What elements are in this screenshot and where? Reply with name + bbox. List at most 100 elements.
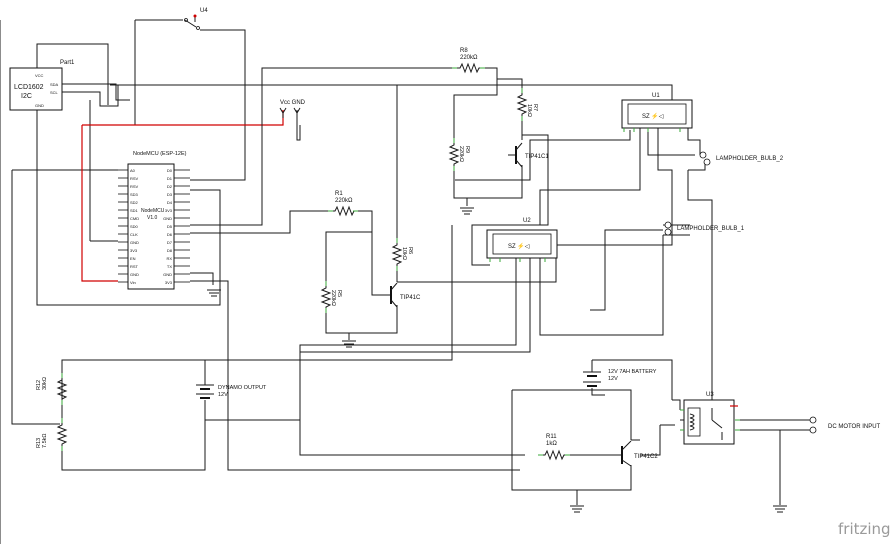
r6-name: R6: [407, 247, 413, 254]
r7-value: 10kΩ: [526, 104, 532, 117]
dynamo-voltage: 12V: [218, 392, 228, 398]
relay-u3: U3: [683, 392, 738, 445]
lcd-display-name: LCD1602: [14, 84, 44, 91]
q1-name: TIP41C1: [525, 154, 549, 160]
mcu-left-pin-label: SD0: [130, 224, 139, 229]
nodemcu-version: V1.0: [147, 215, 158, 221]
r5-value: 220kΩ: [330, 290, 336, 306]
mcu-left-pin-label: RSV: [130, 184, 139, 189]
ground-motor: [773, 505, 787, 513]
dc-motor-terminal: DC MOTOR INPUT: [809, 416, 881, 434]
mcu-left-pin-label: GND: [130, 240, 139, 245]
r8-value: 220kΩ: [460, 55, 478, 61]
nodemcu-name: NodeMCU: [141, 208, 165, 214]
vcc-gnd-terminal: Vcc GND: [279, 100, 306, 118]
u4-label: U4: [200, 8, 208, 14]
r9-value: 220kΩ: [458, 146, 464, 162]
resistor-r8: R8 220kΩ: [455, 48, 482, 74]
mcu-left-pin-label: 3V3: [130, 248, 138, 253]
transistor-q1: TIP41C1: [508, 142, 549, 168]
mcu-right-pin-label: GND: [163, 216, 172, 221]
ground-mcu: [207, 289, 221, 297]
r5-name: R5: [336, 290, 342, 297]
dynamo-source: DYNAMO OUTPUT 12V: [196, 384, 267, 399]
lcd-pin-vcc: VCC: [35, 73, 44, 78]
nodemcu-title: NodeMCU (ESP-12E): [133, 151, 187, 157]
mcu-left-pin-label: CMD: [130, 216, 139, 221]
mcu-right-pin-label: 3V3: [165, 280, 173, 285]
u1-symbol: SZ ⚡◁: [642, 112, 664, 120]
fritzing-logo: fritzing: [838, 520, 891, 538]
dynamo-label: DYNAMO OUTPUT: [218, 385, 267, 391]
transistor-q2: TIP41C: [383, 282, 421, 308]
mcu-left-pin-label: SD2: [130, 200, 139, 205]
u3-label: U3: [706, 392, 714, 398]
mcu-left-pin-label: RSV: [130, 176, 139, 181]
ground-r9: [460, 207, 474, 215]
r11-value: 1kΩ: [546, 441, 557, 447]
mcu-left-pin-label: Vin: [130, 280, 136, 285]
lampholder-bulb-1: LAMPHOLDER_BULB_1: [664, 221, 745, 236]
mcu-right-pin-label: D3: [167, 192, 173, 197]
r6-value: 10kΩ: [401, 247, 407, 260]
motor-label: DC MOTOR INPUT: [828, 424, 881, 430]
mcu-right-pin-label: TX: [167, 264, 172, 269]
optocoupler-u2: U2 SZ ⚡◁: [486, 218, 558, 259]
u2-symbol: SZ ⚡◁: [508, 242, 530, 250]
mcu-right-pin-label: GND: [163, 272, 172, 277]
mcu-right-pin-label: D2: [167, 184, 173, 189]
r13-name: R13: [36, 438, 42, 448]
resistor-r6: R6 10kΩ: [391, 240, 413, 268]
resistor-r13: R13 7.5kΩ: [36, 420, 68, 448]
resistor-r9: R9 220kΩ: [448, 140, 470, 168]
lcd-pin-gnd: GND: [35, 103, 44, 108]
r11-name: R11: [546, 434, 557, 440]
switch-u4: U4: [184, 8, 208, 30]
r12-name: R12: [36, 380, 42, 390]
mcu-right-pin-label: D0: [167, 168, 173, 173]
ground-r5: [342, 340, 356, 348]
q2-name: TIP41C: [400, 295, 421, 301]
lcd-pin-scl: SCL: [50, 90, 59, 95]
pin-markers: [61, 67, 740, 456]
resistor-r7: R7 10kΩ: [516, 90, 538, 118]
mcu-right-pin-label: D6: [167, 232, 173, 237]
vcc-gnd-label: Vcc GND: [280, 100, 306, 106]
r8-name: R8: [460, 48, 468, 54]
r12-value: 30kΩ: [42, 377, 48, 390]
lampholder-bulb-2: LAMPHOLDER_BULB_2: [699, 151, 784, 166]
mcu-left-pin-label: A0: [130, 168, 136, 173]
r9-name: R9: [464, 146, 470, 153]
r1-value: 220kΩ: [335, 198, 353, 204]
lcd-interface: I2C: [21, 93, 32, 100]
resistor-r5: R5 220kΩ: [320, 283, 342, 310]
lcd-module: Part1 LCD1602 I2C VCC GND SDA SCL: [9, 60, 75, 111]
mcu-right-pin-label: 3V3: [165, 208, 173, 213]
resistor-r1: R1 220kΩ: [330, 191, 355, 217]
lamp1-label: LAMPHOLDER_BULB_1: [677, 226, 745, 232]
lamp2-label: LAMPHOLDER_BULB_2: [716, 156, 784, 162]
mcu-right-pin-label: D4: [167, 200, 173, 205]
ground-symbols: [207, 207, 787, 513]
mcu-right-pin-label: D7: [167, 240, 173, 245]
r1-name: R1: [335, 191, 343, 197]
battery: 12V 7AH BATTERY 12V: [583, 369, 657, 387]
mcu-left-pin-label: EN: [130, 256, 136, 261]
lcd-part-label: Part1: [60, 60, 75, 66]
optocoupler-u1: U1 SZ ⚡◁: [621, 93, 693, 129]
resistor-r12: R12 30kΩ: [36, 375, 68, 402]
battery-voltage: 12V: [608, 376, 618, 382]
mcu-right-pin-label: D1: [167, 176, 173, 181]
mcu-right-pin-label: D8: [167, 248, 173, 253]
q3-name: TIP41C2: [634, 454, 658, 460]
lcd-pin-sda: SDA: [50, 82, 59, 87]
u1-label: U1: [652, 93, 660, 99]
r13-value: 7.5kΩ: [42, 433, 48, 448]
wires: [0, 16, 810, 544]
r7-name: R7: [532, 104, 538, 111]
mcu-left-pin-label: CLK: [130, 232, 138, 237]
